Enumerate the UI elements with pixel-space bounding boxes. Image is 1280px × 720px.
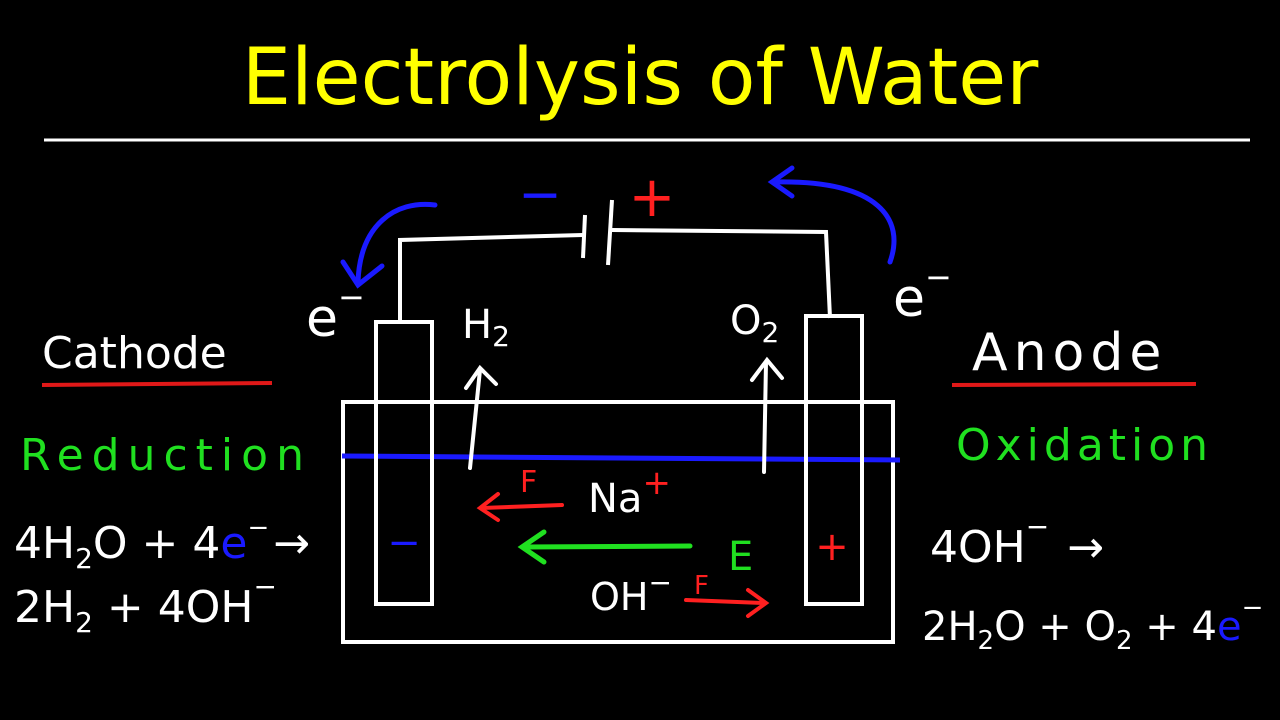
anode-equation-reactants: 4OH−→ xyxy=(930,510,1104,573)
cation-force-arrow xyxy=(476,492,564,522)
cation-force-label: F xyxy=(520,465,537,500)
anion-force-arrow xyxy=(684,588,770,618)
h2-rise-arrow xyxy=(464,364,498,470)
anode-electrode xyxy=(804,314,864,606)
gas-label-h2: H2 xyxy=(462,302,510,353)
electron-label-right: e− xyxy=(893,258,952,329)
electric-field-arrow xyxy=(517,529,693,565)
page-title: Electrolysis of Water xyxy=(242,33,1040,123)
battery-long-plate xyxy=(606,199,614,266)
cation-label: Na+ xyxy=(588,463,671,522)
anion-label: OH− xyxy=(590,566,672,619)
battery-negative-sign: − xyxy=(518,165,562,225)
battery-short-plate xyxy=(581,214,587,259)
cathode-electrode-sign: − xyxy=(387,520,421,566)
wire-right xyxy=(611,228,832,319)
anode-electrode-sign: + xyxy=(815,524,849,570)
cathode-electrode xyxy=(374,320,434,606)
gas-label-o2: O2 xyxy=(730,298,779,349)
electron-label-left: e− xyxy=(306,278,365,349)
electron-flow-right-arrow xyxy=(767,165,897,265)
water-level xyxy=(341,453,901,463)
wire-left xyxy=(398,233,584,322)
anode-process: Oxidation xyxy=(956,420,1213,471)
anion-force-label: F xyxy=(694,571,709,601)
cathode-equation-products: 2H2 + 4OH− xyxy=(14,570,277,639)
electric-field-label: E xyxy=(728,534,753,580)
electrolyte-container xyxy=(341,400,895,644)
anode-underline xyxy=(951,382,1197,387)
battery-positive-sign: + xyxy=(629,165,676,230)
o2-rise-arrow xyxy=(750,356,784,474)
electron-flow-left-arrow xyxy=(340,201,438,289)
cathode-process: Reduction xyxy=(20,430,312,481)
cathode-underline xyxy=(41,381,273,387)
anode-label: Anode xyxy=(972,323,1167,383)
external-circuit xyxy=(398,199,832,322)
cathode-equation-reactants: 4H2O + 4e−→ xyxy=(14,513,310,575)
cathode-label: Cathode xyxy=(42,328,227,379)
anode-equation-products: 2H2O + O2 + 4e− xyxy=(922,593,1263,656)
